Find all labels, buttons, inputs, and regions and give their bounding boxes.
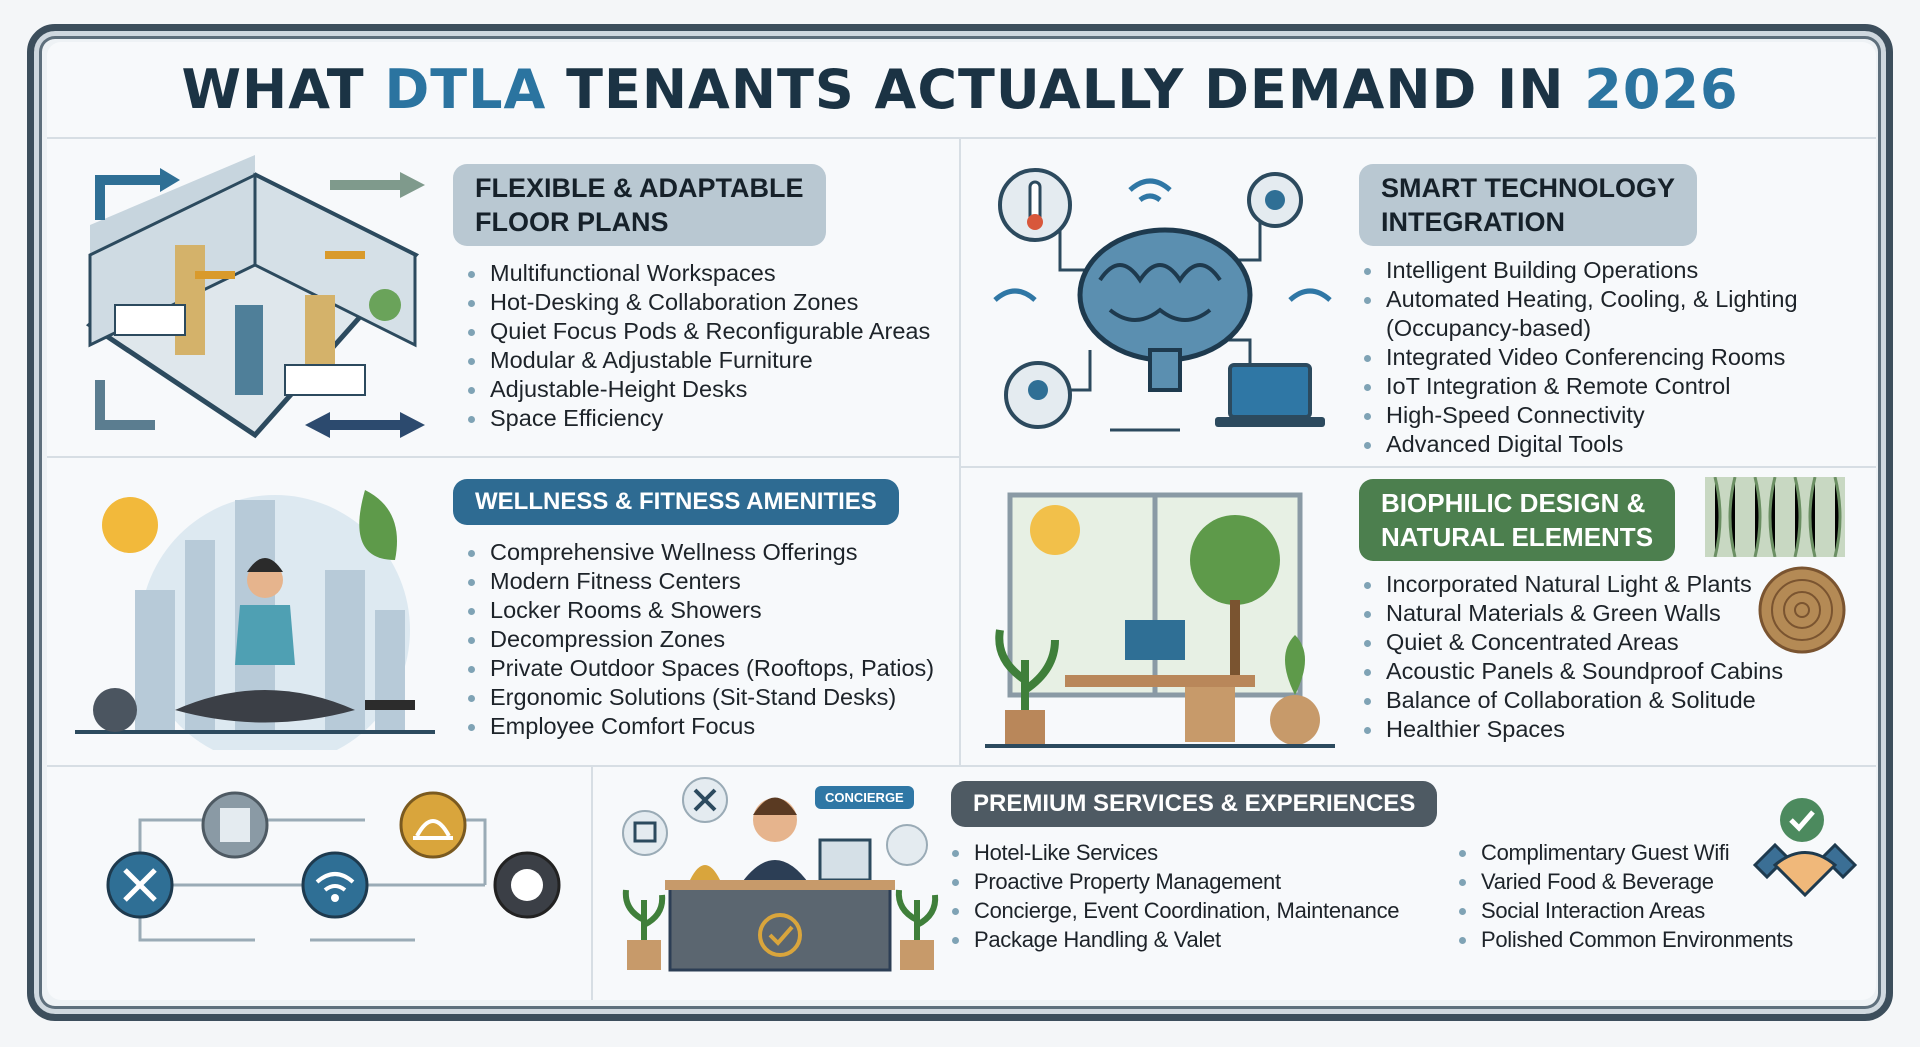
heading-line: FLOOR PLANS (475, 207, 669, 237)
wellness-list: Comprehensive Wellness Offerings Modern … (466, 538, 934, 741)
heading-line: FLEXIBLE & ADAPTABLE (475, 173, 804, 203)
list-item: Advanced Digital Tools (1362, 430, 1798, 459)
premium-list-col1: Hotel-Like Services Proactive Property M… (950, 838, 1400, 954)
list-item: Intelligent Building Operations (1362, 256, 1798, 285)
list-item: Modern Fitness Centers (466, 567, 934, 596)
list-item: Concierge, Event Coordination, Maintenan… (950, 896, 1400, 925)
list-item: Polished Common Environments (1457, 925, 1793, 954)
list-item: IoT Integration & Remote Control (1362, 372, 1798, 401)
section-heading-premium: PREMIUM SERVICES & EXPERIENCES (951, 781, 1438, 827)
list-item: Integrated Video Conferencing Rooms (1362, 343, 1798, 372)
list-item: Quiet Focus Pods & Reconfigurable Areas (466, 317, 930, 346)
list-item: Employee Comfort Focus (466, 712, 934, 741)
heading-line: SMART TECHNOLOGY (1381, 173, 1675, 203)
list-item: Balance of Collaboration & Solitude (1362, 686, 1783, 715)
list-item: Ergonomic Solutions (Sit-Stand Desks) (466, 683, 934, 712)
list-item: Quiet & Concentrated Areas (1362, 628, 1783, 657)
title-text: WHAT (181, 58, 385, 121)
list-item: Healthier Spaces (1362, 715, 1783, 744)
list-item: Hotel-Like Services (950, 838, 1399, 867)
list-item: Adjustable-Height Desks (466, 375, 930, 404)
flow-arrows-icon (95, 168, 425, 438)
wood-slice-icon (1758, 566, 1846, 654)
list-item: Complimentary Guest Wifi (1457, 838, 1793, 867)
divider (47, 765, 1876, 767)
title-text: TENANTS ACTUALLY DEMAND IN (546, 58, 1585, 121)
list-item: Comprehensive Wellness Offerings (466, 538, 934, 567)
list-item: Private Outdoor Spaces (Rooftops, Patios… (466, 654, 934, 683)
section-heading-flexible: FLEXIBLE & ADAPTABLE FLOOR PLANS (453, 164, 826, 246)
divider (961, 466, 1876, 468)
list-item: Automated Heating, Cooling, & Lighting (1362, 285, 1798, 314)
list-item: Hot-Desking & Collaboration Zones (466, 288, 930, 317)
premium-list-col2: Complimentary Guest Wifi Varied Food & B… (1457, 838, 1793, 954)
handshake-check-icon (1752, 798, 1858, 898)
biophilic-list: Incorporated Natural Light & Plants Natu… (1362, 570, 1783, 744)
divider (591, 767, 593, 1000)
green-wall-texture-icon (1705, 477, 1845, 557)
section-heading-smart: SMART TECHNOLOGY INTEGRATION (1359, 164, 1697, 246)
list-item: Decompression Zones (466, 625, 934, 654)
list-item: Multifunctional Workspaces (466, 259, 930, 288)
list-item: Proactive Property Management (950, 867, 1399, 896)
flexible-list: Multifunctional Workspaces Hot-Desking &… (466, 259, 930, 433)
page-title: WHAT DTLA TENANTS ACTUALLY DEMAND IN 202… (0, 58, 1920, 121)
smart-list: Intelligent Building Operations Automate… (1362, 256, 1798, 459)
list-item-continuation: (Occupancy-based) (1386, 315, 1592, 341)
heading-line: BIOPHILIC DESIGN & (1381, 488, 1646, 518)
section-heading-biophilic: BIOPHILIC DESIGN & NATURAL ELEMENTS (1359, 479, 1676, 561)
plants-office-window-icon (985, 492, 1335, 748)
list-item: Incorporated Natural Light & Plants (1362, 570, 1783, 599)
list-item: Locker Rooms & Showers (466, 596, 934, 625)
isometric-office-floorplan-icon (85, 155, 420, 439)
concierge-label: CONCIERGE (815, 786, 914, 809)
divider (47, 137, 1876, 139)
meditating-person-city-icon (75, 490, 435, 750)
concierge-desk-icon (622, 777, 939, 972)
list-item: Modular & Adjustable Furniture (466, 346, 930, 375)
section-heading-wellness: WELLNESS & FITNESS AMENITIES (453, 479, 899, 525)
heading-line: INTEGRATION (1381, 207, 1565, 237)
list-item: Acoustic Panels & Soundproof Cabins (1362, 657, 1783, 686)
divider (959, 139, 961, 765)
list-item: Varied Food & Beverage (1457, 867, 1793, 896)
list-item: Natural Materials & Green Walls (1362, 599, 1783, 628)
list-item: Package Handling & Valet (950, 925, 1399, 954)
heading-line: NATURAL ELEMENTS (1381, 522, 1654, 552)
list-item: Space Efficiency (466, 404, 930, 433)
service-network-icon (106, 791, 561, 942)
list-item: Social Interaction Areas (1457, 896, 1793, 925)
title-year: 2026 (1584, 58, 1739, 121)
divider (47, 456, 959, 458)
title-accent: DTLA (384, 58, 547, 121)
brain-network-icon (993, 168, 1332, 432)
list-item: High-Speed Connectivity (1362, 401, 1798, 430)
